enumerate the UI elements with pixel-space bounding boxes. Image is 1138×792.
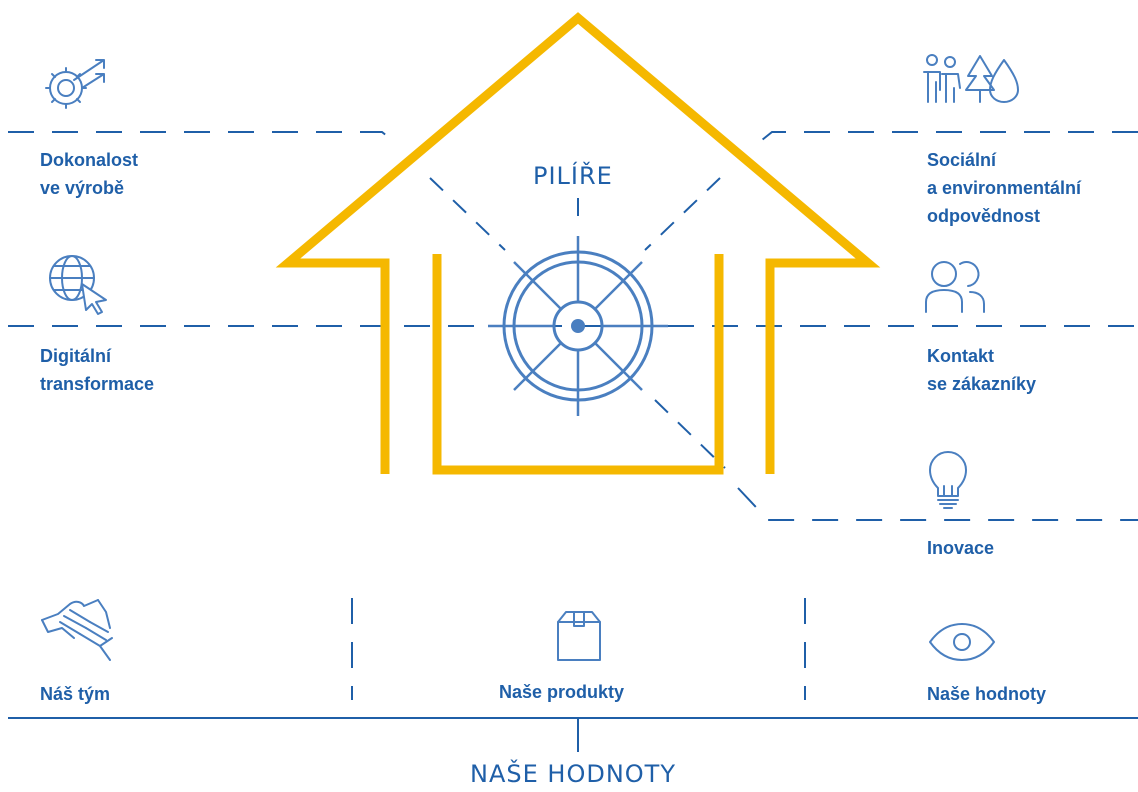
globe-cursor-icon bbox=[49, 255, 107, 315]
pillars-title: PILÍŘE bbox=[533, 162, 613, 190]
eye-icon bbox=[929, 623, 995, 661]
pillar-social-line2: a environmentální bbox=[927, 178, 1082, 198]
values-title: NAŠE HODNOTY bbox=[470, 760, 676, 788]
pillar-excellence-line1: Dokonalost bbox=[40, 150, 139, 170]
value-values-label: Naše hodnoty bbox=[927, 684, 1047, 704]
wheel-spokes-dashed bbox=[429, 177, 726, 469]
guide-excellence bbox=[8, 131, 393, 141]
people-tree-drop-icon bbox=[923, 54, 1019, 103]
pillar-digital-line2: transformace bbox=[40, 374, 155, 394]
ship-wheel-icon bbox=[488, 236, 668, 416]
guide-social bbox=[761, 131, 1138, 141]
pillar-digital-line1: Digitální bbox=[40, 346, 111, 366]
gear-arrows-icon bbox=[45, 59, 105, 109]
pillar-social-line3: odpovědnost bbox=[927, 206, 1040, 226]
handshake-hands-icon bbox=[41, 599, 113, 661]
pillar-digital-label: Digitální transformace bbox=[40, 342, 154, 398]
pillar-social-label: Sociální a environmentální odpovědnost bbox=[927, 146, 1081, 230]
pillar-contact-line2: se zákazníky bbox=[927, 374, 1037, 394]
wheel-hub bbox=[571, 319, 585, 333]
pillar-innovation-line1: Inovace bbox=[927, 538, 995, 558]
house-outline bbox=[275, 12, 881, 475]
two-people-icon bbox=[925, 261, 985, 313]
guide-innovation bbox=[737, 487, 1138, 521]
pillar-social-line1: Sociální bbox=[927, 150, 997, 170]
lightbulb-icon bbox=[929, 451, 967, 509]
pillar-contact-label: Kontakt se zákazníky bbox=[927, 342, 1036, 398]
box-icon bbox=[557, 611, 601, 661]
dashed-guides bbox=[8, 131, 1138, 700]
house-outer bbox=[275, 12, 881, 474]
pillar-innovation-label: Inovace bbox=[927, 534, 994, 562]
value-team-label: Náš tým bbox=[40, 684, 111, 704]
pillar-contact-line1: Kontakt bbox=[927, 346, 994, 366]
pillar-excellence-line2: ve výrobě bbox=[40, 178, 125, 198]
house-inner bbox=[432, 254, 724, 475]
value-products-label: Naše produkty bbox=[499, 682, 625, 702]
pillar-excellence-label: Dokonalost ve výrobě bbox=[40, 146, 138, 202]
